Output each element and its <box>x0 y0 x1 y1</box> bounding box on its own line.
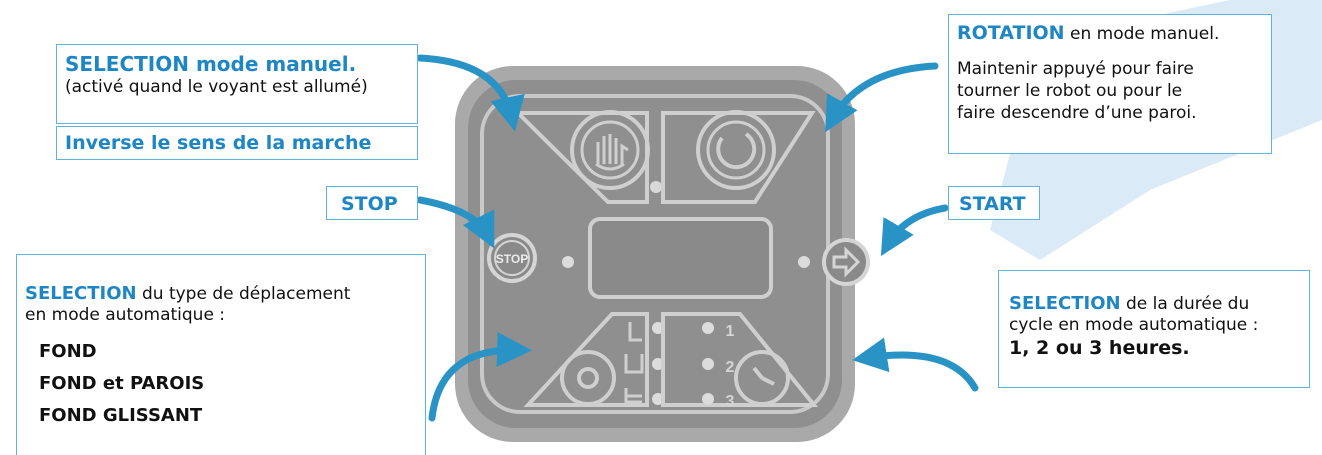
duration-label-2: 2 <box>726 359 735 376</box>
duration-label-1: 1 <box>726 323 735 340</box>
start-button[interactable] <box>824 240 868 284</box>
stop-button[interactable]: STOP <box>489 235 535 281</box>
duration-select-callout: SELECTION de la durée du cycle en mode a… <box>998 270 1310 388</box>
start-label: START <box>959 193 1026 215</box>
start-callout: START <box>948 186 1040 220</box>
arrow-start <box>888 208 945 244</box>
rotation-callout: ROTATION en mode manuel. Maintenir appuy… <box>948 14 1272 154</box>
manual-select-callout: SELECTION mode manuel. (activé quand le … <box>56 44 418 124</box>
start-led <box>798 256 810 268</box>
duration-label-3: 3 <box>726 393 735 410</box>
duration-title-line: SELECTION de la durée du <box>1009 293 1249 315</box>
rotation-line-1: Maintenir appuyé pour faire <box>957 59 1194 80</box>
type-select-title: SELECTION <box>25 283 137 304</box>
rotation-title-line: ROTATION en mode manuel. <box>957 23 1219 45</box>
stop-button-text: STOP <box>496 252 528 266</box>
manual-select-subtitle: (activé quand le voyant est allumé) <box>65 77 368 98</box>
display-screen <box>590 219 771 297</box>
reverse-label: Inverse le sens de la marche <box>65 132 371 154</box>
duration-title: SELECTION <box>1009 293 1121 314</box>
type-option-fond-parois: FOND et PAROIS <box>39 373 204 395</box>
manual-mode-led <box>650 181 662 193</box>
rotation-title-rest: en mode manuel. <box>1065 24 1220 44</box>
manual-select-title: SELECTION mode manuel. <box>65 53 356 75</box>
type-option-fond: FOND <box>39 341 97 363</box>
duration-title-rest: de la durée du <box>1121 294 1250 314</box>
type-option-fond-glissant: FOND GLISSANT <box>39 405 202 427</box>
arrow-duration <box>866 355 975 388</box>
duration-line3: 1, 2 ou 3 heures. <box>1009 337 1190 359</box>
reverse-callout: Inverse le sens de la marche <box>56 126 418 160</box>
stop-label: STOP <box>341 193 398 215</box>
type-select-callout: SELECTION du type de déplacement en mode… <box>16 254 426 455</box>
stop-led <box>562 256 574 268</box>
rotation-line-2: tourner le robot ou pour le <box>957 81 1182 102</box>
duration-line2: cycle en mode automatique : <box>1009 315 1258 336</box>
type-select-title-rest: du type de déplacement <box>137 284 351 304</box>
stop-callout: STOP <box>326 186 418 220</box>
type-select-line2: en mode automatique : <box>25 305 225 326</box>
type-select-title-line: SELECTION du type de déplacement <box>25 283 350 305</box>
rotation-line-3: faire descendre d’une paroi. <box>957 103 1197 124</box>
rotation-title: ROTATION <box>957 22 1065 44</box>
